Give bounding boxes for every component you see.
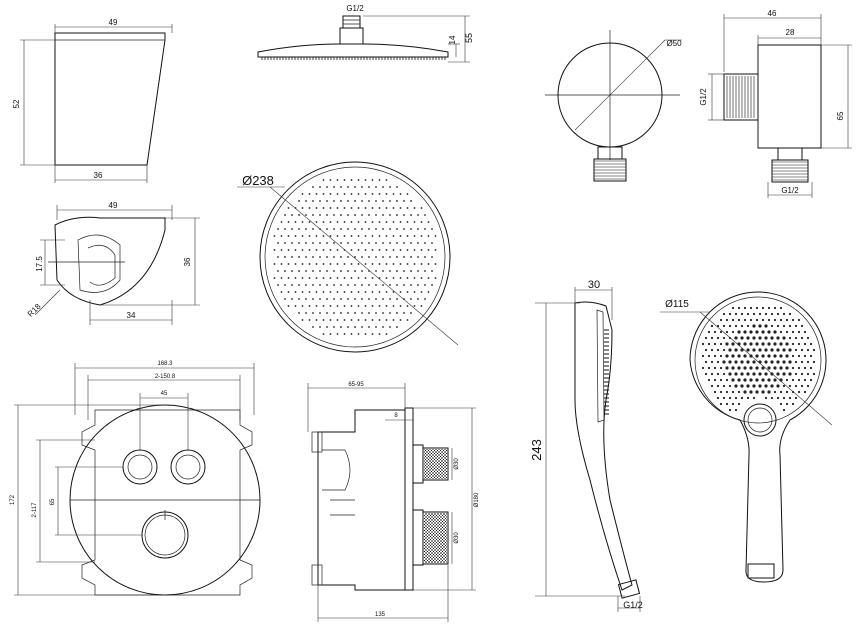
hand-thread-label: G1/2 [623,600,643,610]
plan-offset-label: 17.5 [35,256,44,272]
plan-width-label: 49 [109,201,118,210]
outlet-height-label: 65 [836,111,845,120]
hand-shower-front-view: Ø115 [660,291,833,583]
overhead-shower-front-view: Ø238 [237,161,459,353]
valve-box-height-label: 2-117 [32,502,38,518]
outlet-total-width-label: 46 [768,9,777,18]
overhead-thickness-label: 14 [448,35,457,44]
outlet-thread-side [726,76,755,118]
overhead-nozzle-grid [273,179,437,335]
hand-side-nozzle-column [604,329,609,415]
spray-nozzle-row [261,57,446,60]
knob-knurl-upper [423,448,448,480]
bracket-bottom-width-label: 36 [94,171,103,180]
hand-length-label: 243 [529,439,544,461]
valve-front-view: 168.3 2-150.8 45 172 2-117 65 [10,361,261,596]
hand-diameter-label: Ø115 [665,299,689,310]
valve-base-depth-label: 135 [375,612,386,618]
valve-depth-label: 65-95 [348,382,364,388]
hand-width-label: 30 [588,279,600,291]
overhead-thread-label: G1/2 [346,4,364,13]
overhead-diameter-label: Ø238 [242,173,274,188]
plan-radius-label: R18 [26,301,43,318]
knob-knurl-lower [423,512,448,564]
outlet-body-width-label: 28 [786,28,795,37]
wall-bracket-side-view: 49 52 36 [12,18,173,183]
wall-outlet-front-view: Ø50 [545,30,682,182]
plan-depth-label: 36 [183,257,192,266]
wall-outlet-side-view: 46 28 65 G1/2 G1/2 [699,9,852,198]
plan-base-label: 34 [127,311,136,320]
bracket-top-width-label: 49 [109,18,118,27]
outlet-bottom-thread-label: G1/2 [781,186,799,195]
outlet-side-thread-label: G1/2 [699,88,708,106]
hand-nozzle-grid [701,306,816,412]
plate-diameter-label: Ø180 [474,492,480,507]
valve-plate-height-label: 172 [10,494,16,505]
valve-box-width-label: 168.3 [157,361,173,367]
overhead-shower-side-view: G1/2 55 14 [257,4,474,63]
valve-button-spacing-label: 45 [161,391,168,397]
hand-shower-side-view: 30 243 G1/2 [529,279,643,612]
plate-offset-label: 8 [394,413,398,419]
outlet-thread-front [594,160,626,180]
valve-side-view: 65-95 8 Ø30 Ø180 Ø30 135 [307,382,480,622]
outlet-thread-bottom [772,161,808,181]
valve-hole-spacing-label: 2-150.8 [155,374,176,380]
wall-bracket-plan-view: 49 17.5 36 34 R18 [26,201,200,325]
outlet-diameter-label: Ø50 [666,39,682,48]
overhead-height-label: 55 [464,33,474,43]
knob-2-diameter-label: Ø30 [454,532,460,544]
valve-button-knob-label: 65 [50,498,56,505]
bracket-height-label: 52 [12,99,21,108]
knob-1-diameter-label: Ø30 [454,458,460,470]
